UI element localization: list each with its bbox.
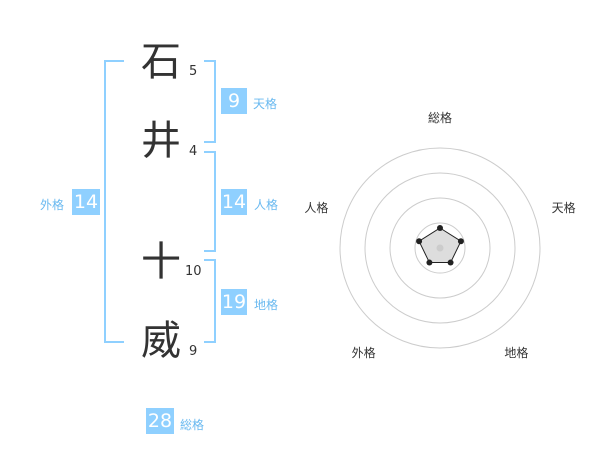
stroke-count-1: 5 [189,64,198,79]
chikaku-label: 地格 [254,298,279,312]
radar-ring-2 [389,197,491,299]
gaikaku-label: 外格 [40,198,65,212]
radar-label-4: 人格 [304,200,328,215]
soukaku-value: 28 [146,408,174,434]
tenkaku-value: 9 [221,88,247,114]
radar-label-3: 外格 [352,345,376,360]
radar-point-0 [437,225,443,231]
radar-point-1 [457,238,464,245]
radar-center-dot [436,244,444,252]
tenkaku-bracket [204,60,216,143]
tenkaku-label: 天格 [253,97,278,111]
radar-ring-1 [414,222,466,274]
name-char-4: 威 [141,318,181,364]
radar-label-0: 総格 [428,110,452,125]
gaikaku-value: 14 [72,189,100,215]
chikaku-value: 19 [221,289,247,315]
jinkaku-value: 14 [221,189,247,215]
gaikaku-bracket [104,60,124,343]
radar-point-4 [416,238,423,245]
name-char-3: 十 [141,239,181,285]
radar-label-1: 天格 [552,200,576,215]
radar-ring-4 [339,147,541,349]
stroke-count-2: 4 [189,144,198,159]
radar-point-3 [426,259,433,266]
jinkaku-label: 人格 [254,198,279,212]
stroke-count-4: 9 [189,344,198,359]
radar-label-2: 地格 [504,345,528,360]
name-char-2: 井 [141,118,181,164]
chikaku-bracket [204,259,216,343]
radar-point-2 [447,259,454,266]
radar-ring-3 [364,172,516,324]
name-char-1: 石 [141,39,181,85]
jinkaku-bracket [204,151,216,252]
soukaku-label: 総格 [180,418,205,432]
stroke-count-3: 10 [185,264,202,279]
